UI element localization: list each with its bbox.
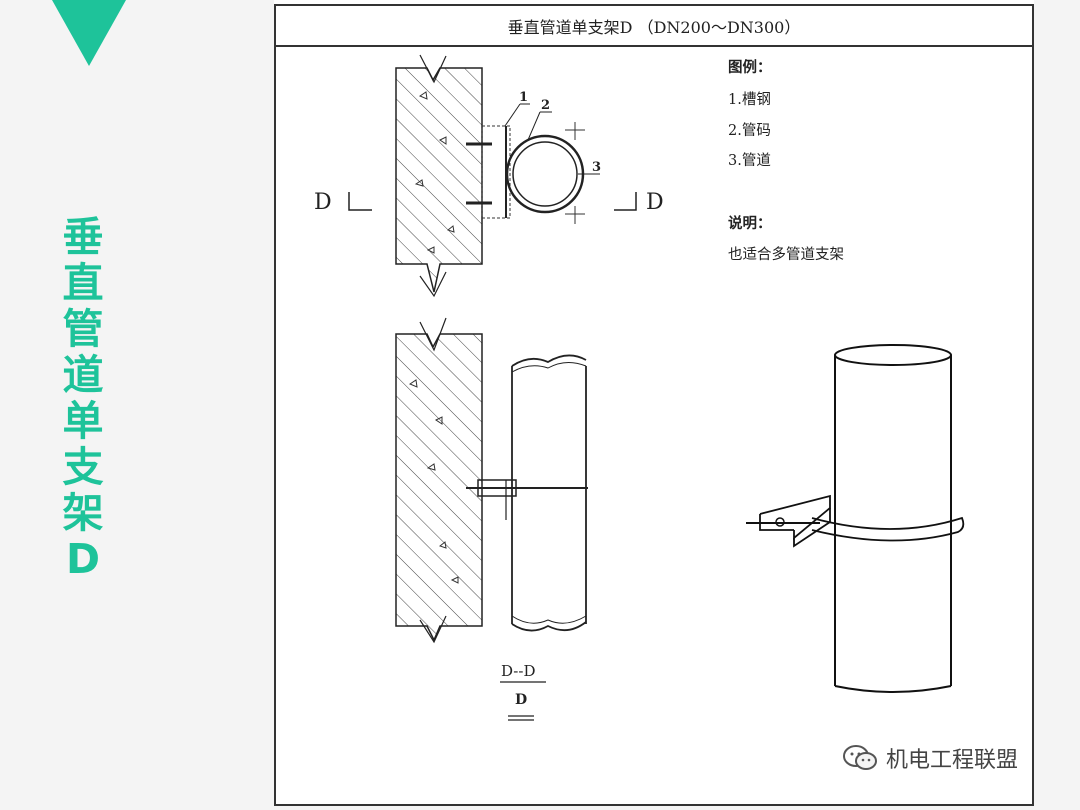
plan-view xyxy=(348,54,637,298)
section-mark-right: D xyxy=(646,190,664,215)
callout-3: 3 xyxy=(592,160,602,175)
callout-2: 2 xyxy=(541,98,551,113)
section-label-top: D--D xyxy=(501,662,536,680)
callout-1: 1 xyxy=(519,90,529,105)
side-title: 垂直管道单支架D xyxy=(62,213,104,583)
watermark-text: 机电工程联盟 xyxy=(886,748,1019,773)
section-view xyxy=(395,317,588,721)
wechat-icon xyxy=(843,745,877,770)
legend-item: 1.槽钢 xyxy=(728,92,771,108)
sheet-title: 垂直管道单支架D （DN200～DN300） xyxy=(276,6,1032,47)
section-label-bottom: D xyxy=(515,692,528,708)
sheet-top-edge xyxy=(274,0,1034,4)
triangle-marker xyxy=(52,0,126,66)
legend-item: 2.管码 xyxy=(728,123,771,139)
watermark: 机电工程联盟 xyxy=(842,742,1018,774)
note-text: 也适合多管道支架 xyxy=(728,247,844,263)
section-mark-left: D xyxy=(314,190,332,215)
note-heading: 说明： xyxy=(728,215,772,232)
legend-heading: 图例： xyxy=(728,59,772,76)
isometric-view xyxy=(746,344,965,693)
legend-item: 3.管道 xyxy=(728,153,771,169)
